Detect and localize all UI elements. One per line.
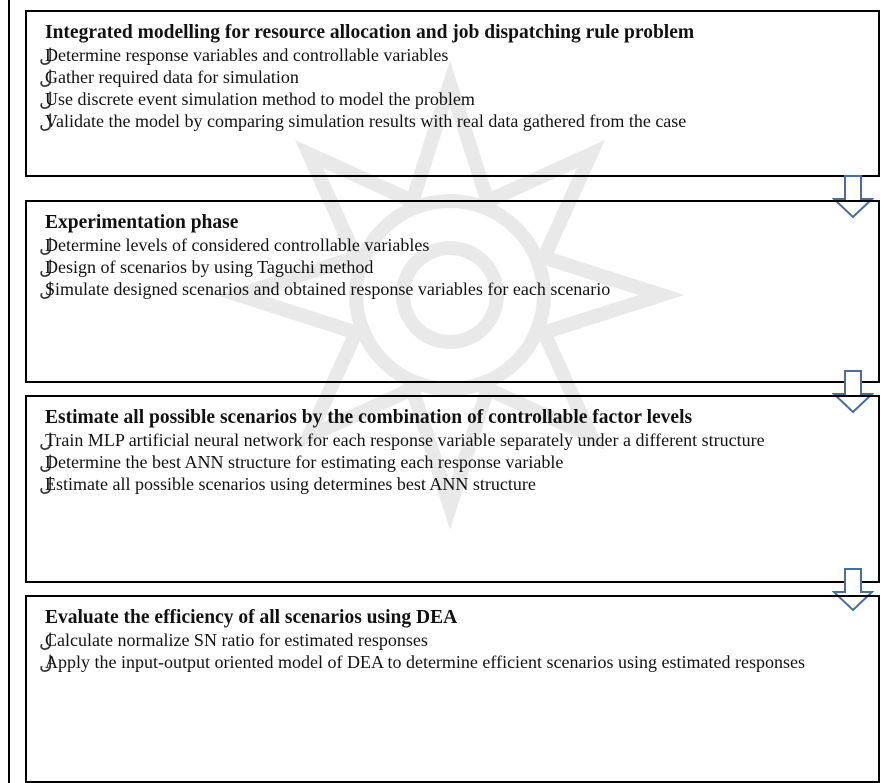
- left-frame-line: [8, 0, 10, 783]
- step-title: Experimentation phase: [45, 212, 239, 233]
- bullet-icon: ل: [39, 475, 53, 496]
- bullet-icon: ل: [39, 90, 53, 111]
- down-arrow-icon: [832, 370, 874, 414]
- bullet-icon: ل: [39, 236, 53, 257]
- bullet-icon: ل: [39, 112, 53, 133]
- bullet-icon: ل: [39, 46, 53, 67]
- bullet-icon: ل: [39, 258, 53, 279]
- bullet-icon: ل: [39, 631, 53, 652]
- step-title: Evaluate the efficiency of all scenarios…: [45, 607, 458, 628]
- bullet-icon: ل: [39, 68, 53, 89]
- bullet-icon: ل: [39, 280, 53, 301]
- down-arrow-icon: [832, 568, 874, 612]
- bullet-icon: ل: [39, 453, 53, 474]
- step-box-evaluation: Evaluate the efficiency of all scenarios…: [25, 595, 880, 783]
- step-box-modelling: Integrated modelling for resource alloca…: [25, 10, 880, 177]
- bullet-icon: ل: [39, 431, 53, 452]
- step-title: Integrated modelling for resource alloca…: [45, 22, 695, 43]
- step-box-estimation: Estimate all possible scenarios by the c…: [25, 395, 880, 583]
- down-arrow-icon: [832, 175, 874, 219]
- step-title: Estimate all possible scenarios by the c…: [45, 407, 693, 428]
- bullet-icon: ل: [39, 653, 53, 674]
